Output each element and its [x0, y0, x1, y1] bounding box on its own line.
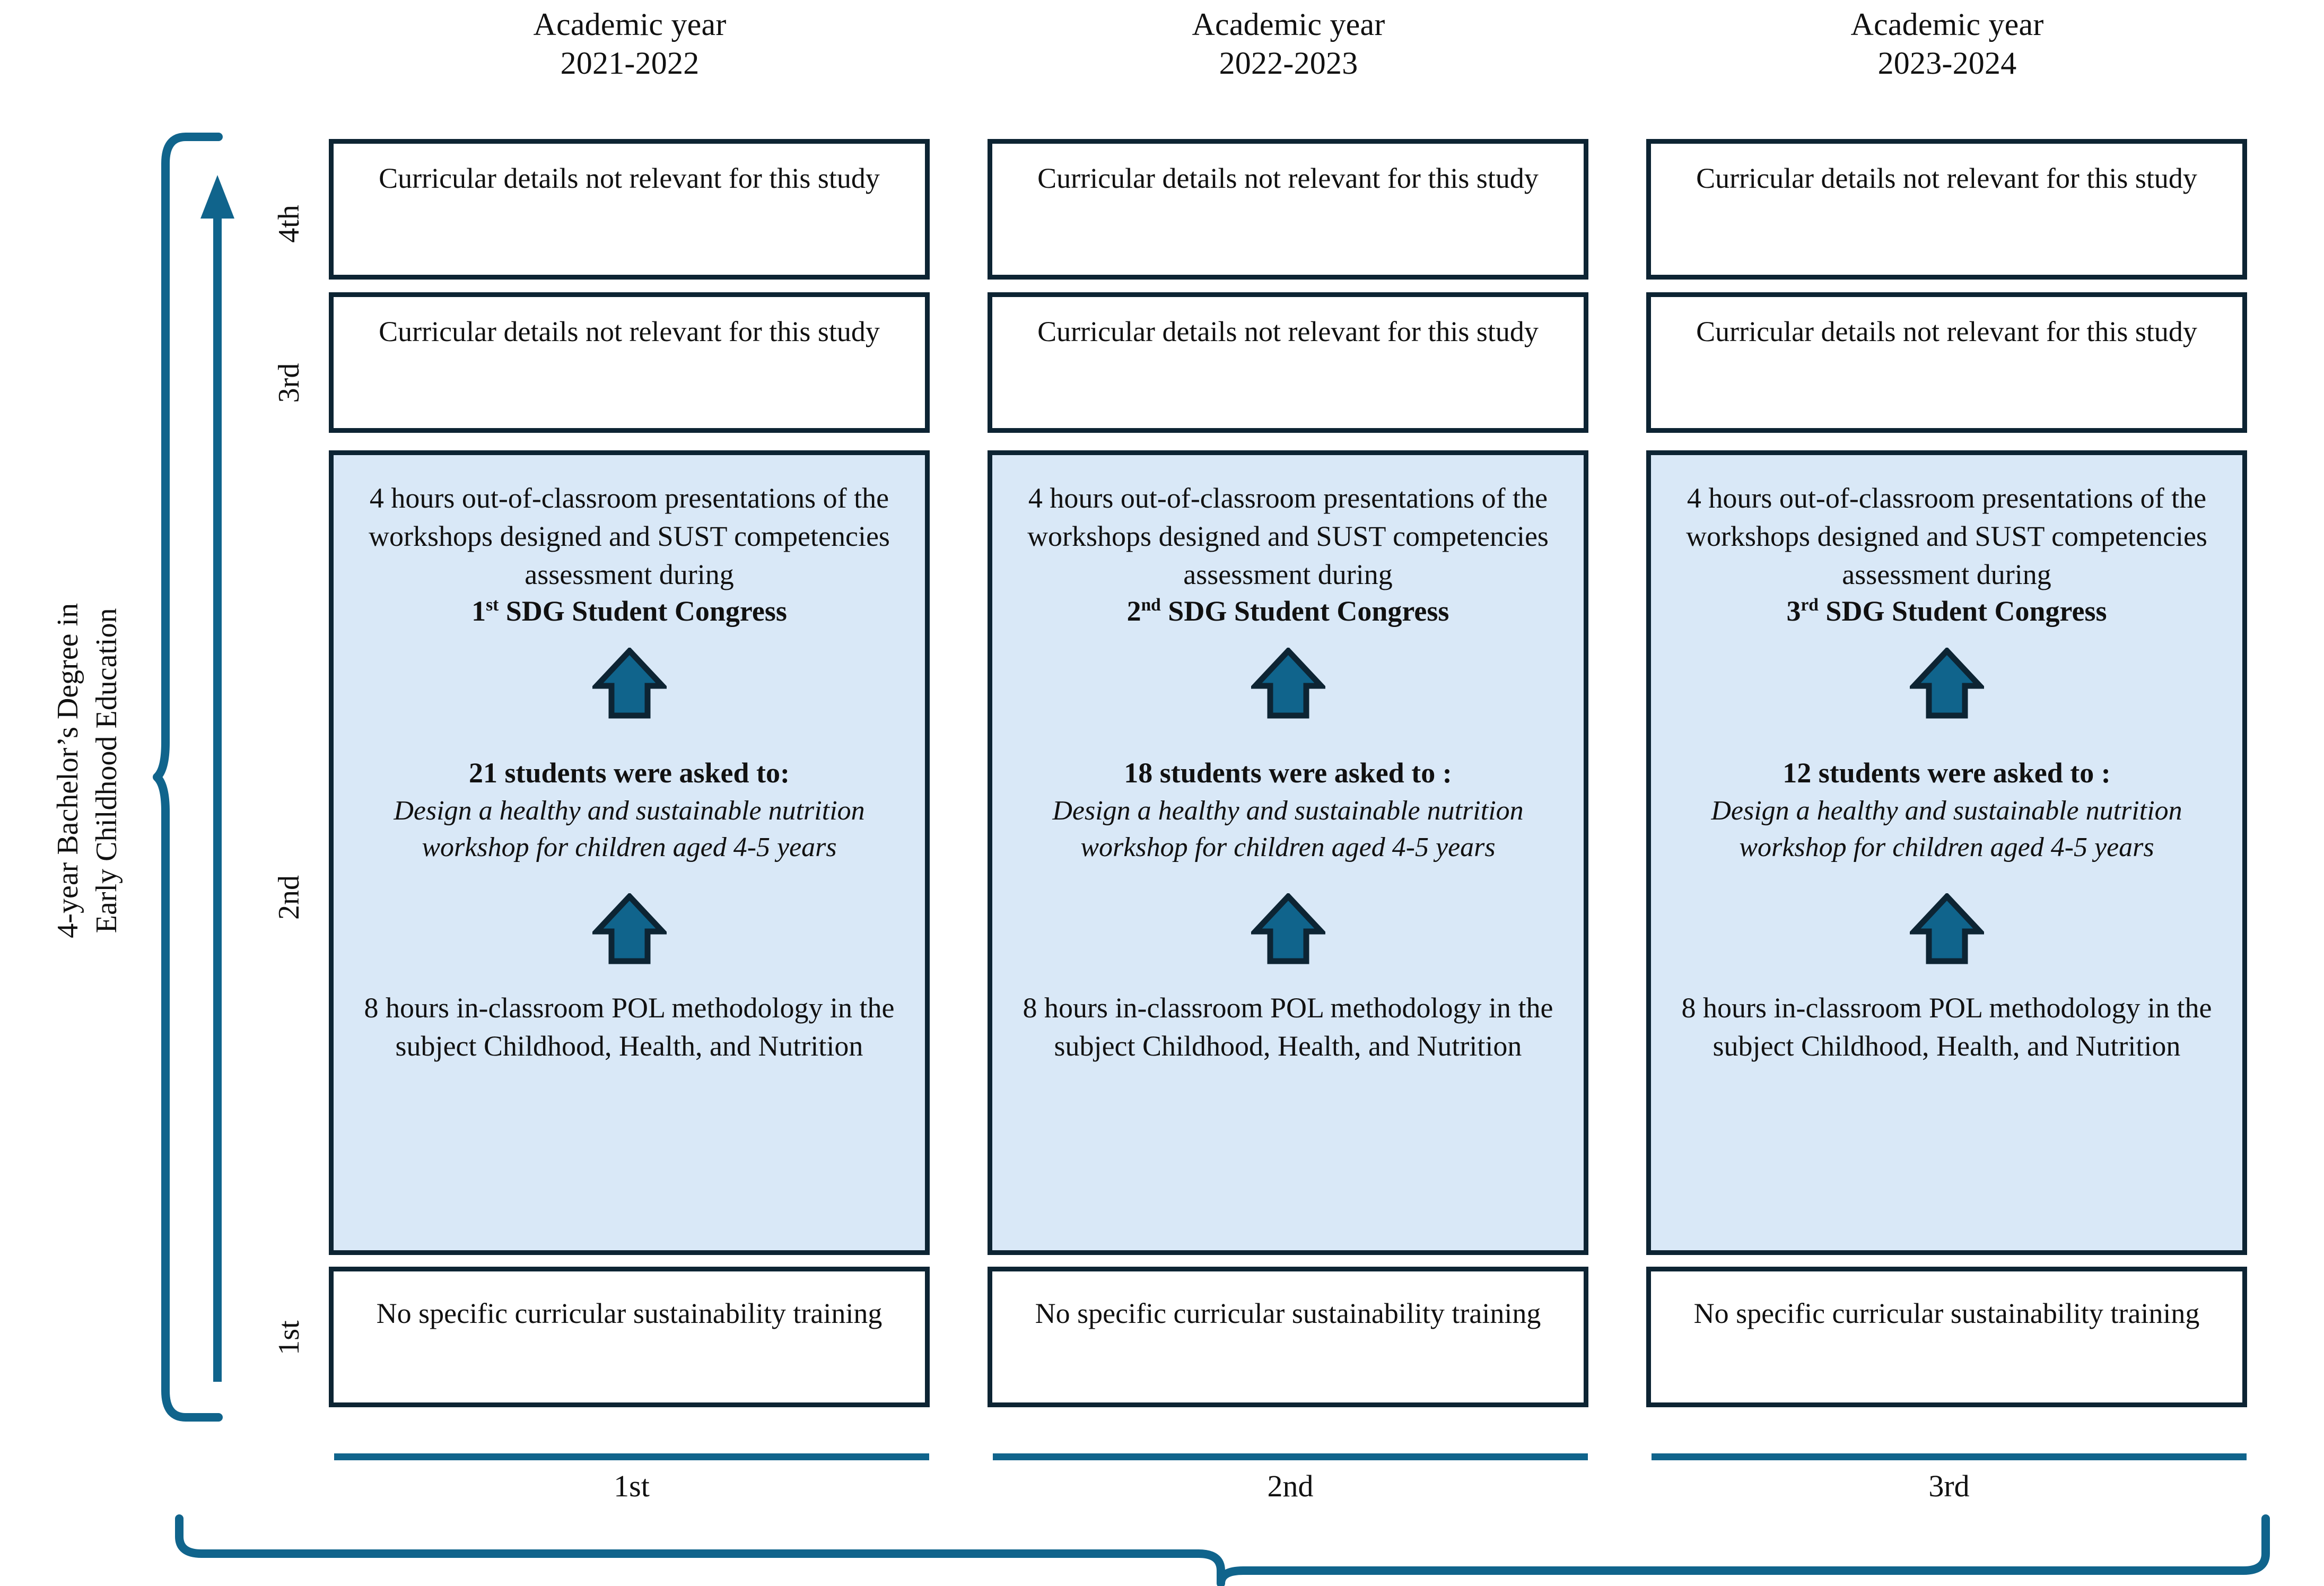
cell-year4-col2: Curricular details not relevant for this…	[988, 139, 1588, 280]
cell-year2-col2: 4 hours out-of-classroom presentations o…	[988, 450, 1588, 1255]
column-header-line2: 2023-2024	[1877, 46, 2017, 81]
arrow-up-icon	[592, 893, 667, 964]
cell-year1-col1: No specific curricular sustainability tr…	[329, 1267, 930, 1407]
congress-ordinal-suffix-col3: rd	[1801, 595, 1819, 615]
cell-year3-col3-text: Curricular details not relevant for this…	[1696, 316, 2197, 347]
column-header-line1: Academic year	[533, 7, 727, 42]
students-line-col2: 18 students were asked to :	[1124, 757, 1452, 789]
congress-ordinal-suffix-col2: nd	[1141, 595, 1161, 615]
congress-name-col2: SDG Student Congress	[1168, 595, 1449, 628]
semester-underline-2nd	[993, 1453, 1588, 1460]
year-level-label-1st: 1st	[273, 1320, 305, 1355]
bottom-brace-icon	[175, 1514, 2270, 1586]
semester-label-1st: 1st	[614, 1469, 650, 1503]
cell-year4-col1: Curricular details not relevant for this…	[329, 139, 930, 280]
congress-title-col2: 2nd SDG Student Congress	[992, 592, 1584, 631]
cell-year4-col2-text: Curricular details not relevant for this…	[1037, 162, 1539, 194]
year-level-label-3rd: 3rd	[273, 363, 305, 403]
year-level-label-2nd: 2nd	[273, 875, 305, 920]
semester-label-2nd: 2nd	[1267, 1469, 1314, 1503]
cell-year1-col3: No specific curricular sustainability tr…	[1646, 1267, 2247, 1407]
cell-year3-col3: Curricular details not relevant for this…	[1646, 292, 2247, 433]
cell-year1-col2-text: No specific curricular sustainability tr…	[1035, 1297, 1541, 1329]
activity-top-text-col1: 4 hours out-of-classroom presentations o…	[369, 482, 890, 590]
methodology-text-col3: 8 hours in-classroom POL methodology in …	[1681, 992, 2212, 1062]
task-text-col3: Design a healthy and sustainable nutriti…	[1711, 796, 2182, 863]
congress-title-col1: 1st SDG Student Congress	[334, 592, 925, 631]
curly-brace-icon	[153, 133, 223, 1422]
cell-year1-col1-text: No specific curricular sustainability tr…	[376, 1297, 883, 1329]
congress-ordinal-col1: 1	[471, 595, 486, 628]
cell-year2-col1: 4 hours out-of-classroom presentations o…	[329, 450, 930, 1255]
cell-year4-col3: Curricular details not relevant for this…	[1646, 139, 2247, 280]
congress-title-col3: 3rd SDG Student Congress	[1651, 592, 2242, 631]
column-header-line1: Academic year	[1850, 7, 2044, 42]
task-text-col2: Design a healthy and sustainable nutriti…	[1052, 796, 1524, 863]
methodology-text-col2: 8 hours in-classroom POL methodology in …	[1023, 992, 1553, 1062]
cell-year4-col1-text: Curricular details not relevant for this…	[379, 162, 880, 194]
congress-name-col1: SDG Student Congress	[505, 595, 787, 628]
column-header-2022-2023: Academic year 2022-2023	[988, 5, 1589, 83]
arrow-up-icon	[1909, 893, 1984, 964]
arrow-up-icon	[1251, 893, 1325, 964]
degree-axis-label: 4-year Bachelor’s Degree in Early Childh…	[49, 532, 126, 1009]
semester-underline-3rd	[1652, 1453, 2247, 1460]
activity-top-text-col3: 4 hours out-of-classroom presentations o…	[1686, 482, 2207, 590]
arrow-up-icon	[592, 648, 667, 719]
methodology-text-col1: 8 hours in-classroom POL methodology in …	[364, 992, 895, 1062]
degree-axis-label-line2: Early Childhood Education	[90, 608, 123, 934]
progress-arrow-up-icon	[200, 175, 234, 1382]
congress-ordinal-suffix-col1: st	[486, 595, 499, 615]
arrow-up-icon	[1251, 648, 1325, 719]
cell-year3-col1: Curricular details not relevant for this…	[329, 292, 930, 433]
task-text-col1: Design a healthy and sustainable nutriti…	[394, 796, 865, 863]
degree-axis-label-line1: 4-year Bachelor’s Degree in	[51, 603, 85, 938]
activity-top-text-col2: 4 hours out-of-classroom presentations o…	[1027, 482, 1549, 590]
congress-ordinal-col2: 2	[1126, 595, 1141, 628]
congress-ordinal-col3: 3	[1786, 595, 1801, 628]
semester-underline-1st	[334, 1453, 929, 1460]
semester-label-3rd: 3rd	[1928, 1469, 1970, 1503]
column-header-2021-2022: Academic year 2021-2022	[329, 5, 931, 83]
cell-year4-col3-text: Curricular details not relevant for this…	[1696, 162, 2197, 194]
arrow-up-icon	[1909, 648, 1984, 719]
column-header-2023-2024: Academic year 2023-2024	[1646, 5, 2248, 83]
congress-name-col3: SDG Student Congress	[1825, 595, 2107, 628]
cell-year2-col3: 4 hours out-of-classroom presentations o…	[1646, 450, 2247, 1255]
column-header-line2: 2022-2023	[1219, 46, 1358, 81]
cell-year1-col3-text: No specific curricular sustainability tr…	[1693, 1297, 2200, 1329]
year-level-label-4th: 4th	[273, 205, 305, 243]
cell-year3-col2: Curricular details not relevant for this…	[988, 292, 1588, 433]
students-line-col3: 12 students were asked to :	[1783, 757, 2111, 789]
cell-year3-col2-text: Curricular details not relevant for this…	[1037, 316, 1539, 347]
cell-year1-col2: No specific curricular sustainability tr…	[988, 1267, 1588, 1407]
cell-year3-col1-text: Curricular details not relevant for this…	[379, 316, 880, 347]
column-header-line2: 2021-2022	[560, 46, 700, 81]
students-line-col1: 21 students were asked to:	[469, 757, 790, 789]
column-header-line1: Academic year	[1192, 7, 1385, 42]
